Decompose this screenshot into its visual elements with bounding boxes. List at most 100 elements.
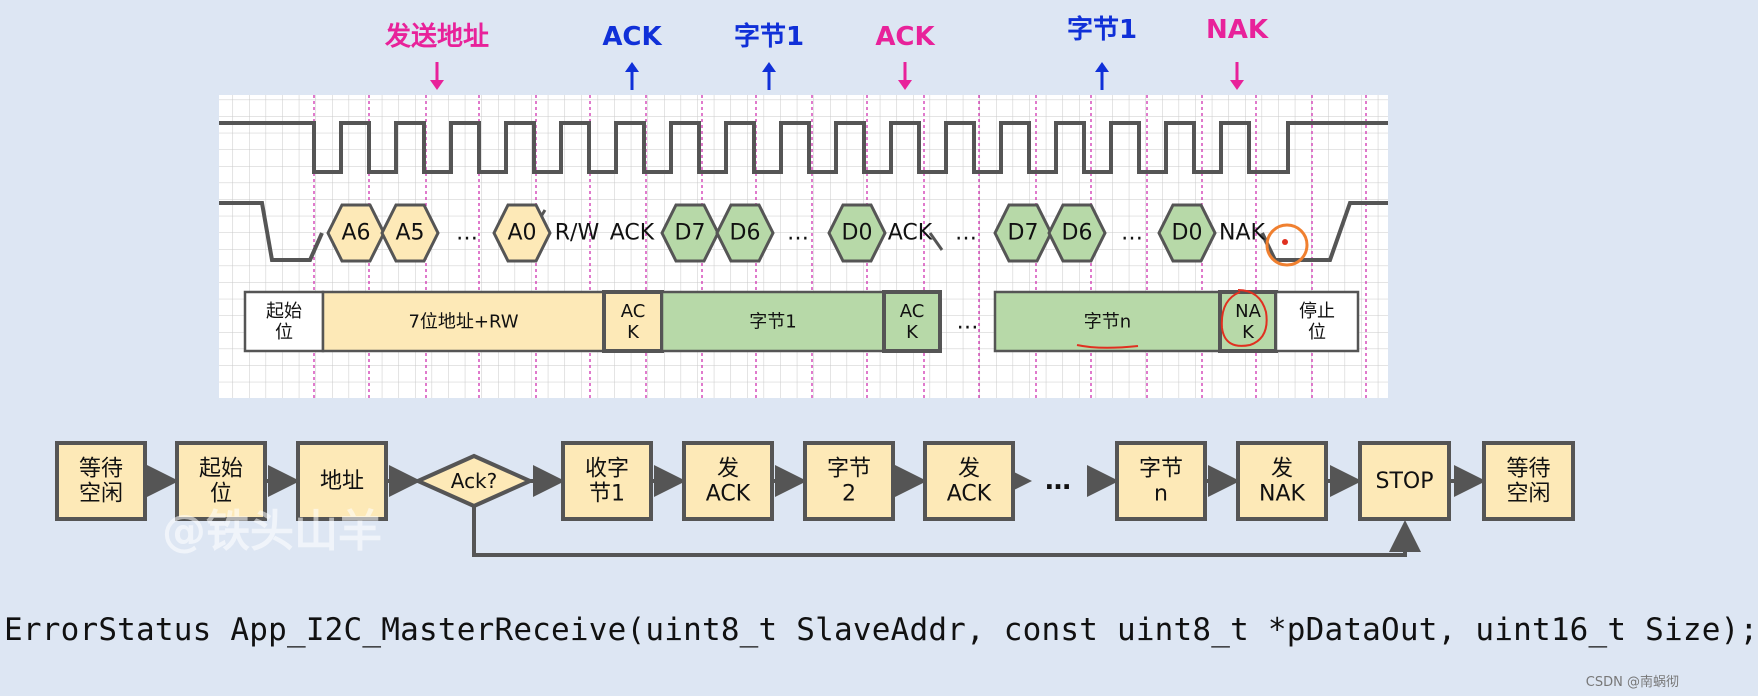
flow-step-label-line: 发: [717, 456, 739, 481]
sda-waveform: [219, 201, 324, 262]
sda-bridge: [928, 232, 944, 251]
sda-cell-label: D0: [1172, 221, 1203, 246]
flow-decision-label: Ack?: [451, 469, 498, 493]
flow-step-label: 起始位: [199, 456, 243, 506]
stop-condition-highlight: [1265, 223, 1309, 267]
frame-segment-label-line: …: [957, 309, 979, 334]
up-arrow-icon: [762, 62, 776, 72]
sda-cell-label: D0: [842, 221, 873, 246]
frame-segment-label-line: 位: [275, 321, 293, 342]
sda-ellipsis: …: [1121, 221, 1143, 246]
frame-segment-label: 字节n: [1084, 311, 1131, 332]
flow-decision-label-line: Ack?: [451, 469, 498, 493]
sda-cell-d0: [827, 203, 887, 263]
frame-segment: [882, 290, 942, 353]
frame-segment-label-line: 7位地址+RW: [408, 311, 518, 332]
sda-cell-label: D7: [1008, 221, 1039, 246]
frame-segment-label: 起始位: [266, 301, 302, 343]
annotation-label: 字节1: [1067, 14, 1137, 45]
flow-step: [1482, 441, 1575, 521]
down-arrow-icon: [898, 80, 912, 90]
sda-labels: R/W ACK ACK NAK: [555, 221, 1266, 246]
flow-step: [175, 441, 267, 521]
frame-segment-label: 字节1: [749, 311, 796, 332]
frame-segment-label-line: K: [627, 321, 640, 342]
sda-cell-a5: [380, 203, 440, 263]
watermark: @铁头山羊: [162, 506, 382, 557]
byte-n-underline: [1076, 344, 1139, 349]
frame-segment-label-line: 起始: [266, 301, 302, 322]
flow-step-label-line: 字节: [827, 456, 871, 481]
frame-segment-label-line: 位: [1308, 321, 1326, 342]
annotation-label: NAK: [1206, 15, 1269, 45]
flow-step-label: STOP: [1376, 469, 1434, 494]
flow-step-label-line: 起始: [199, 456, 243, 481]
stop-condition-dot: [1282, 239, 1288, 245]
sda-cell-label: A0: [507, 221, 536, 246]
flow-step: [1236, 441, 1328, 521]
flow-step: [561, 441, 653, 521]
flow-step-label: 地址: [320, 469, 364, 494]
flow-step-label-line: 2: [842, 481, 856, 506]
frame-segment-label: …: [957, 309, 979, 334]
flow-step-label-line: 发: [1271, 456, 1293, 481]
sda-cell-label: A6: [341, 221, 370, 246]
flow-step: [296, 441, 388, 521]
flow-bypass-arrow: [472, 506, 1421, 557]
flow-step-label-line: 字节: [1139, 456, 1183, 481]
sda-label-rw: R/W: [555, 221, 600, 246]
flow-step-label-line: n: [1154, 481, 1168, 506]
frame-segment-label-line: AC: [900, 301, 925, 322]
flow-step-label-line: 位: [210, 481, 232, 506]
frame-segment: [243, 290, 325, 353]
credit-text: CSDN @南蜗彻: [1585, 675, 1679, 690]
sda-cell-d0: [1157, 203, 1217, 263]
flow-step-label: 等待空闲: [1506, 456, 1550, 506]
frame-segment-label-line: K: [906, 321, 919, 342]
frame-segment-label-line: AC: [621, 301, 646, 322]
flow-step-label-line: NAK: [1259, 481, 1306, 506]
flow-ellipsis: …: [1045, 466, 1071, 496]
flow-step-label-line: 空闲: [79, 481, 123, 506]
frame-segment-label: 7位地址+RW: [408, 311, 518, 332]
sda-cell-label: A5: [395, 221, 424, 246]
flow-step-label-line: 地址: [320, 469, 364, 494]
flow-step-label: 等待空闲: [79, 456, 123, 506]
down-arrow-icon: [430, 80, 444, 90]
flow-step: [1358, 441, 1451, 521]
flow-step-label-line: 等待: [1506, 456, 1550, 481]
flow-step-label-line: 等待: [79, 456, 123, 481]
annotation-label: 发送地址: [384, 21, 489, 52]
sda-label-ack: ACK: [888, 221, 933, 246]
sda-label-nak: NAK: [1219, 221, 1266, 246]
flow-step: [55, 441, 147, 521]
frame-segment-label: 停止位: [1299, 301, 1335, 343]
flow-step-label-line: STOP: [1376, 469, 1434, 494]
nak-circle-annotation: [1220, 289, 1268, 347]
up-arrow-icon: [625, 62, 639, 72]
scl-waveform: [219, 121, 1388, 174]
down-arrow-icon: [1230, 80, 1244, 90]
sda-cell-a0: [492, 203, 552, 263]
frame-segment-label-line: 停止: [1299, 301, 1335, 322]
sda-label-ack: ACK: [610, 221, 655, 246]
flow-step-label-line: 发: [958, 456, 980, 481]
sda-ellipsis: …: [787, 221, 809, 246]
annotation-label: ACK: [602, 22, 662, 52]
frame-segment-label-line: NA: [1235, 301, 1261, 322]
sda-cell-label: D6: [1062, 221, 1093, 246]
flow-step-label-line: 节1: [589, 481, 625, 506]
frame-segment: [993, 290, 1222, 353]
sda-ellipsis: …: [456, 221, 478, 246]
flow-step: [1115, 441, 1207, 521]
flow-step: [682, 441, 774, 521]
